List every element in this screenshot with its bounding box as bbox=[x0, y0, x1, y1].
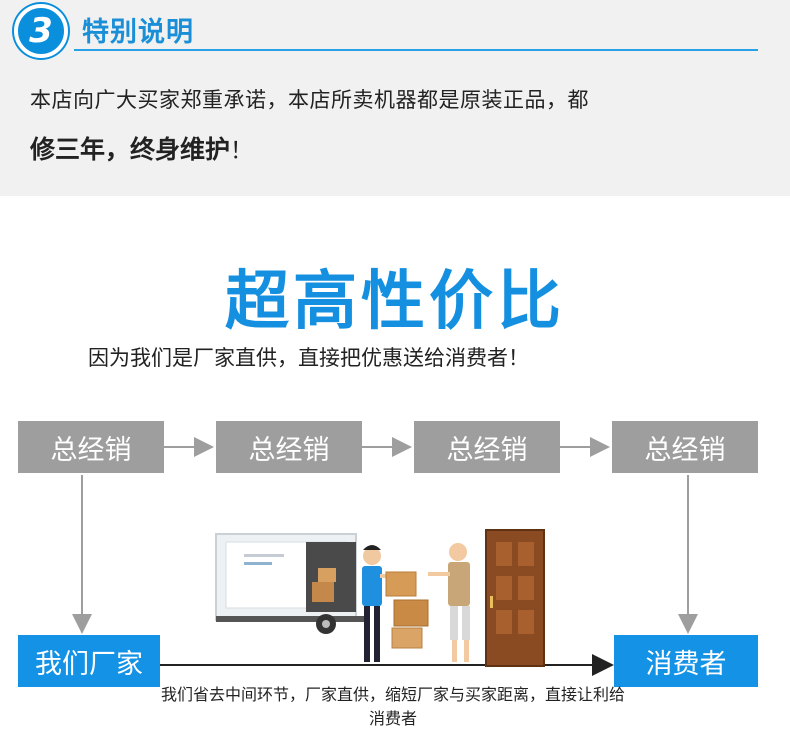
consumer-box: 消费者 bbox=[614, 635, 758, 687]
value-subtitle: 因为我们是厂家直供，直接把优惠送给消费者！ bbox=[88, 346, 529, 370]
notice-title: 特别说明 bbox=[82, 17, 194, 48]
customer-head bbox=[449, 543, 467, 561]
notice-text-line1: 本店向广大买家郑重承诺，本店所卖机器都是原装正品，都 bbox=[30, 88, 589, 112]
parcel-box-2 bbox=[393, 599, 429, 627]
parcel-box-1 bbox=[385, 571, 417, 597]
delivery-illustration bbox=[215, 529, 545, 667]
notice-line2-tail: ！ bbox=[230, 138, 254, 164]
direct-arrow-head bbox=[592, 654, 614, 676]
warranty-highlight: 修三年，终身维护 bbox=[30, 135, 231, 164]
title-underline bbox=[74, 49, 758, 51]
badge-number: 3 bbox=[29, 11, 53, 51]
delivery-man-head bbox=[363, 547, 381, 565]
customer-body bbox=[448, 562, 470, 606]
parcel-box-3 bbox=[391, 627, 423, 649]
notice-section: 3 特别说明 本店向广大买家郑重承诺，本店所卖机器都是原装正品，都 修三年，终身… bbox=[0, 0, 790, 196]
notice-text-line2: 修三年，终身维护！ bbox=[30, 130, 253, 166]
distributor-box-1: 总经销 bbox=[18, 421, 164, 473]
distributor-box-2: 总经销 bbox=[216, 421, 362, 473]
distributor-box-4: 总经销 bbox=[612, 421, 758, 473]
value-title: 超高性价比 bbox=[225, 265, 565, 339]
number-badge: 3 bbox=[14, 4, 68, 58]
door bbox=[485, 529, 545, 667]
flow-caption: 我们省去中间环节，厂家直供，缩短厂家与买家距离，直接让利给消费者 bbox=[160, 685, 625, 728]
factory-box: 我们厂家 bbox=[18, 635, 160, 687]
delivery-man-body bbox=[362, 566, 382, 606]
distributor-box-3: 总经销 bbox=[414, 421, 560, 473]
